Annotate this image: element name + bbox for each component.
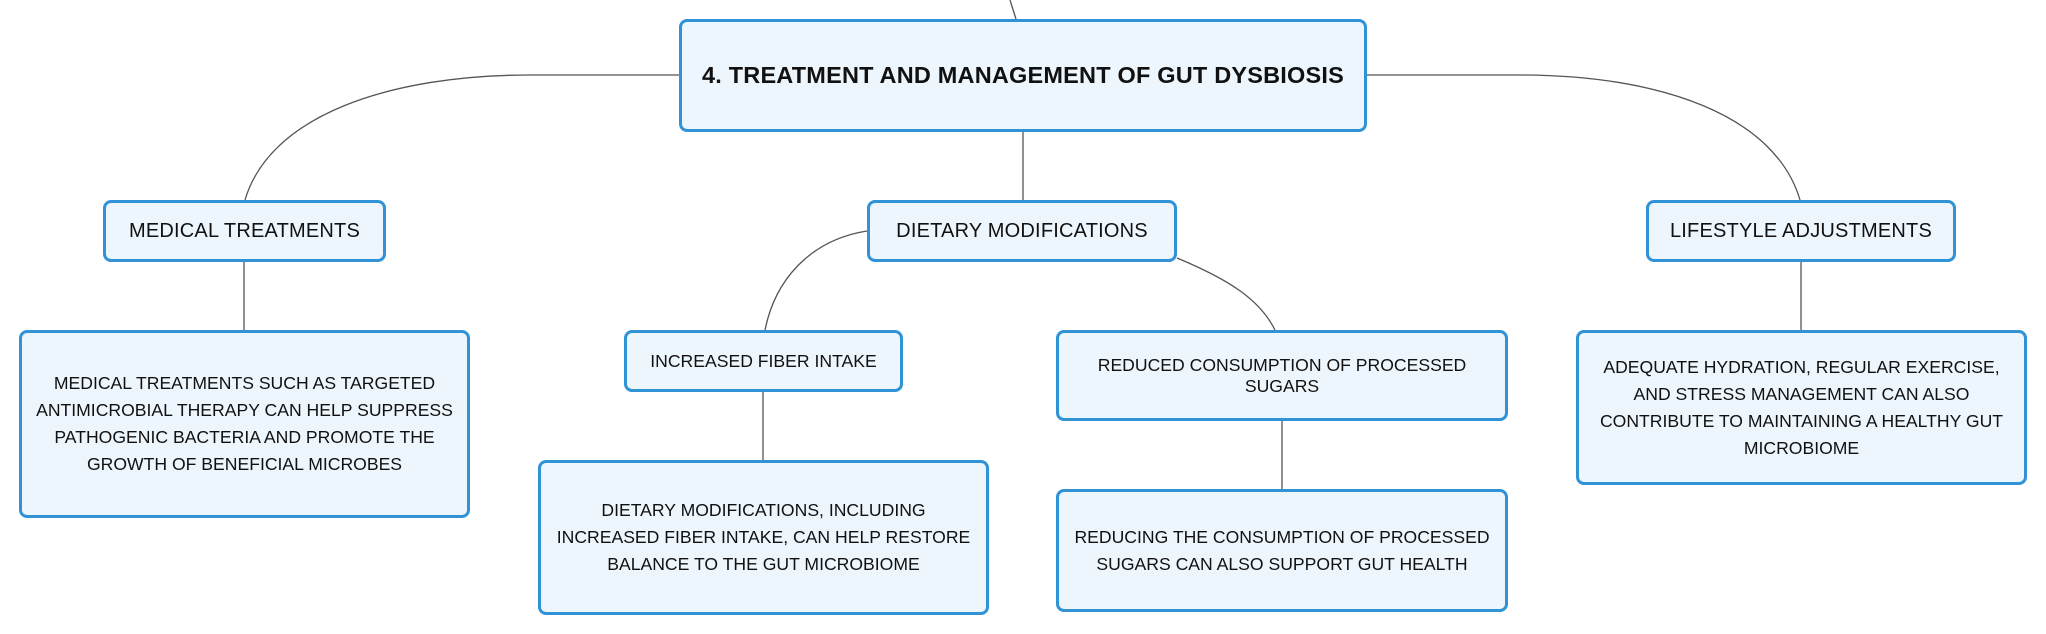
topic-label: LIFESTYLE ADJUSTMENTS [1669, 219, 1933, 242]
subtopic-reduced-processed-sugars[interactable]: REDUCED CONSUMPTION OF PROCESSED SUGARS [1056, 330, 1508, 421]
connector-root-to-lifestyle-adjustments [1367, 74, 1801, 201]
connector-parent-to-root [1009, 0, 1017, 20]
connector-dietary-to-processed-sugars [1176, 257, 1276, 331]
subtopic-processed-sugars-description[interactable]: REDUCING THE CONSUMPTION OF PROCESSED SU… [1056, 489, 1508, 612]
root-topic-label: 4. TREATMENT AND MANAGEMENT OF GUT DYSBI… [701, 62, 1344, 88]
connector-dietary-to-fiber-intake [764, 230, 868, 331]
subtopic-label: ADEQUATE HYDRATION, REGULAR EXERCISE, AN… [1599, 356, 2004, 458]
connector-root-to-medical-treatments [244, 74, 679, 201]
subtopic-label: REDUCED CONSUMPTION OF PROCESSED SUGARS [1097, 354, 1467, 396]
subtopic-label: DIETARY MODIFICATIONS, INCLUDING INCREAS… [556, 500, 971, 574]
topic-lifestyle-adjustments[interactable]: LIFESTYLE ADJUSTMENTS [1646, 200, 1956, 262]
subtopic-increased-fiber-intake[interactable]: INCREASED FIBER INTAKE [624, 330, 903, 392]
topic-medical-treatments[interactable]: MEDICAL TREATMENTS [103, 200, 386, 262]
subtopic-medical-treatments-description[interactable]: MEDICAL TREATMENTS SUCH AS TARGETED ANTI… [19, 330, 470, 518]
root-topic-node[interactable]: 4. TREATMENT AND MANAGEMENT OF GUT DYSBI… [679, 19, 1367, 132]
topic-label: MEDICAL TREATMENTS [128, 219, 361, 242]
subtopic-fiber-intake-description[interactable]: DIETARY MODIFICATIONS, INCLUDING INCREAS… [538, 460, 989, 615]
subtopic-label: REDUCING THE CONSUMPTION OF PROCESSED SU… [1074, 526, 1490, 574]
subtopic-lifestyle-description[interactable]: ADEQUATE HYDRATION, REGULAR EXERCISE, AN… [1576, 330, 2027, 485]
subtopic-label: MEDICAL TREATMENTS SUCH AS TARGETED ANTI… [36, 373, 453, 474]
subtopic-label: INCREASED FIBER INTAKE [650, 350, 877, 371]
topic-label: DIETARY MODIFICATIONS [896, 219, 1148, 242]
topic-dietary-modifications[interactable]: DIETARY MODIFICATIONS [867, 200, 1177, 262]
